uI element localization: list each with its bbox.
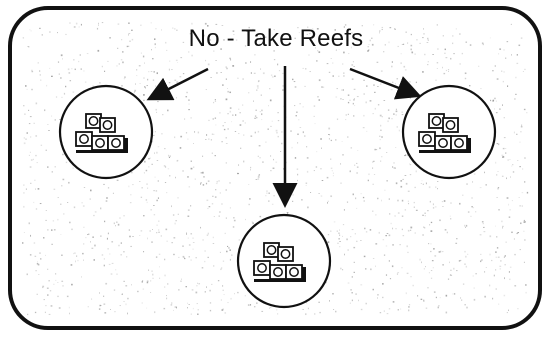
arrow-to-left-reef [146, 67, 209, 101]
arrow-to-right-reef [349, 67, 422, 100]
reef-bottom [236, 213, 332, 309]
reef-blocks-icon [253, 242, 306, 282]
reef-blocks-icon [75, 113, 128, 153]
reef-left [58, 84, 154, 180]
page-title: No - Take Reefs [188, 25, 364, 52]
reef-blocks-icon [418, 113, 471, 153]
reef-right [401, 84, 497, 180]
